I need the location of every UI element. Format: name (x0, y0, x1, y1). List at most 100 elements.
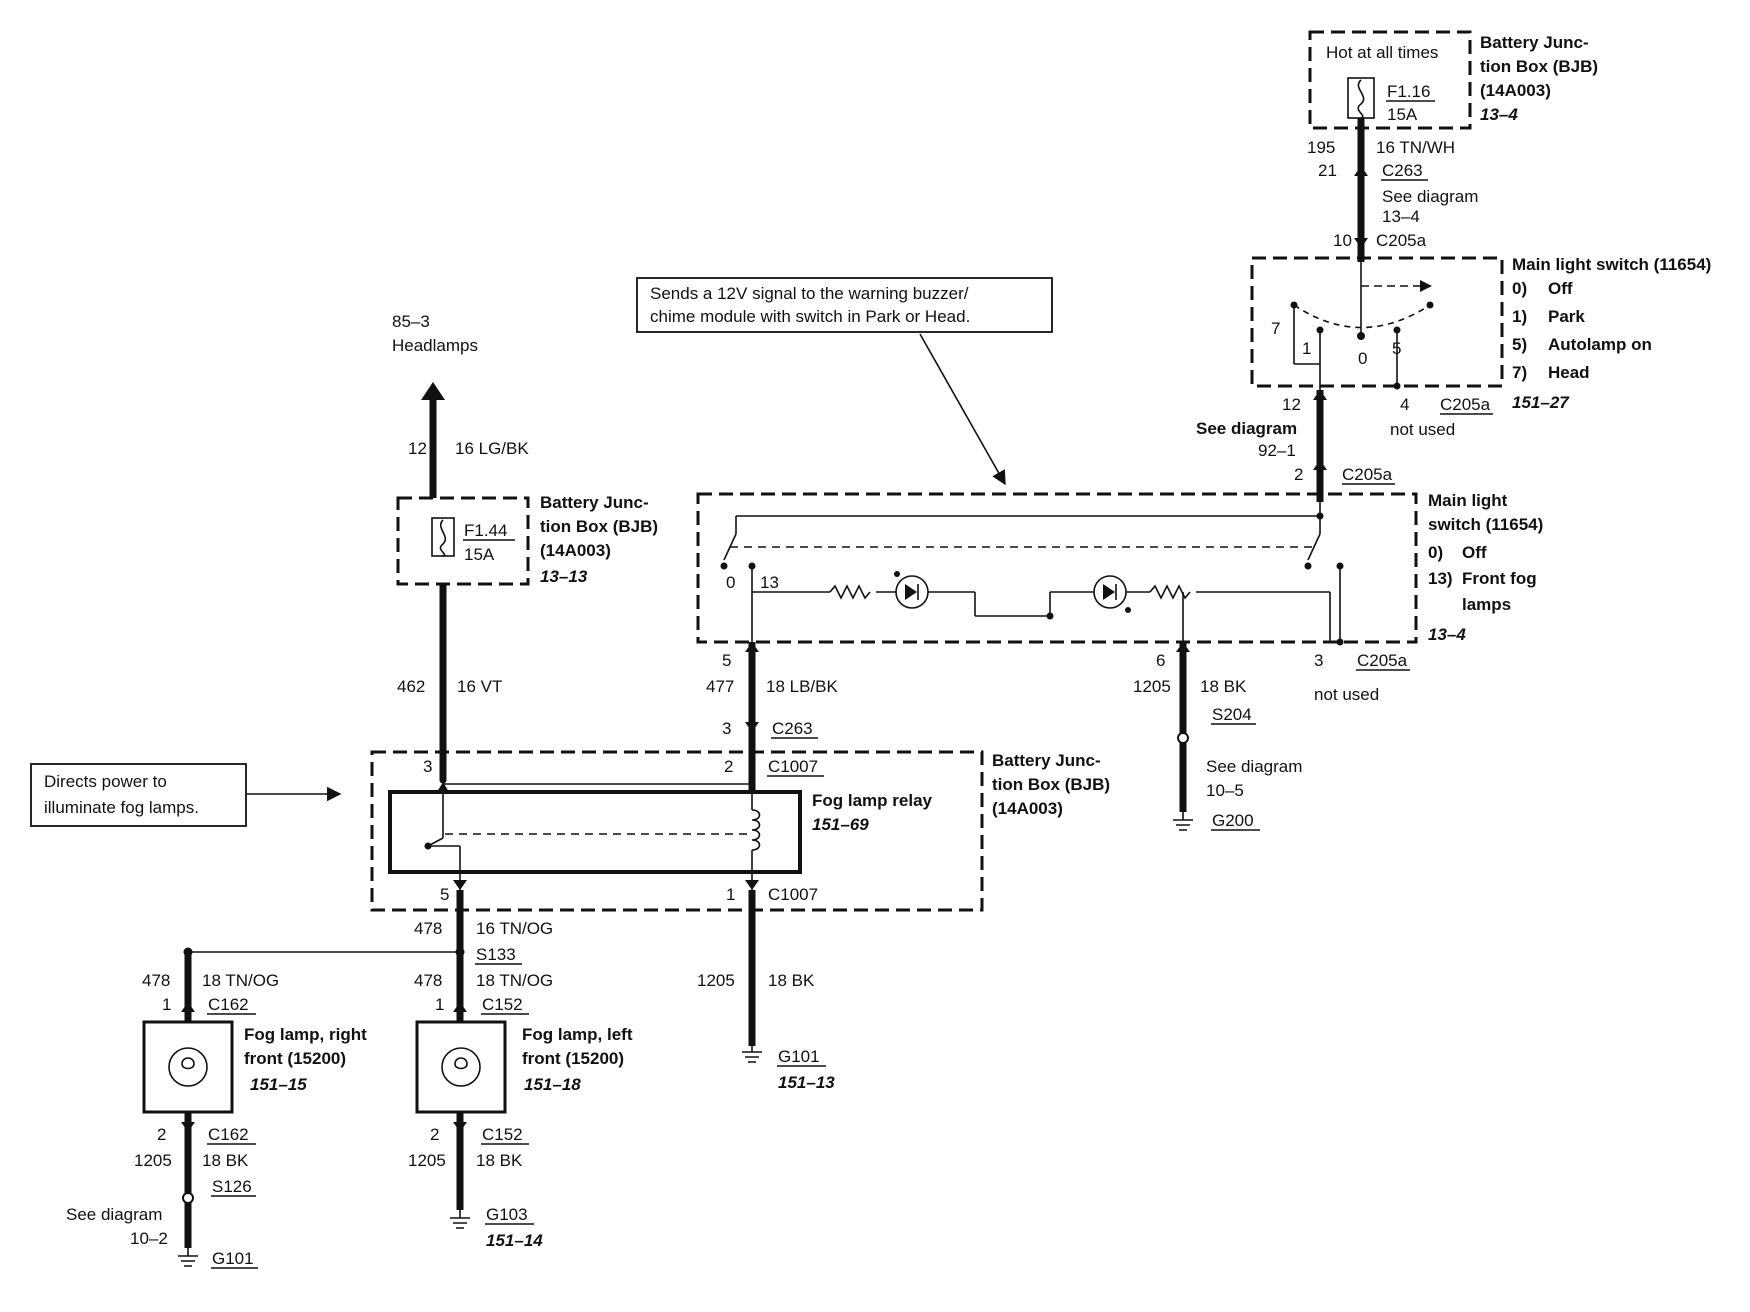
wire-1205-top: 6 1205 18 BK S204 See diagram 10–5 G200 … (1133, 642, 1410, 831)
fog-right-title-2: front (15200) (244, 1049, 346, 1068)
fog-left-connector2: C152 (482, 1125, 523, 1144)
switch-1-pin-4: 4 (1400, 395, 1409, 414)
switch-2-pos-0-label: Off (1462, 543, 1487, 562)
fog-lamp-right: 478 18 TN/OG 1 C162 Fog lamp, right fron… (66, 947, 367, 1269)
ground-g200: G200 (1212, 811, 1254, 830)
callout-relay: Directs power to illuminate fog lamps. (30, 763, 342, 827)
callout-relay-text: Directs power to illuminate fog lamps. (44, 772, 199, 817)
hot-at-all-times-label: Hot at all times (1326, 43, 1438, 62)
ground-g101-relay-ref: 151–13 (778, 1073, 835, 1092)
switch-2-pos-13-label: Front fog (1462, 569, 1537, 588)
relay-coil-icon (751, 809, 761, 851)
switch-1-connector2: C205a (1342, 465, 1393, 484)
wire-1205-top-circuit: 1205 (1133, 677, 1171, 696)
headlamps-ref: 85–3 (392, 312, 430, 331)
main-light-switch-1: 7 1 0 5 Main light switch (11654) 0) Off… (1250, 255, 1711, 412)
fog-left-connector: C152 (482, 995, 523, 1014)
fog-left-gauge-2: 18 BK (476, 1151, 523, 1170)
fog-lamp-left: 478 18 TN/OG 1 C152 Fog lamp, left front… (408, 971, 633, 1250)
wire-1205-relay-gauge: 18 BK (768, 971, 815, 990)
wire-1205-relay-circuit: 1205 (697, 971, 735, 990)
switch-2-pos-0-num: 0) (1428, 543, 1443, 562)
headlamps: 85–3 Headlamps 12 16 LG/BK (392, 312, 529, 498)
fog-right-circuit: 478 (142, 971, 170, 990)
bjb-relay-title-1: Battery Junc- (992, 751, 1101, 770)
relay-pin-3: 3 (423, 757, 432, 776)
wire-195-gauge: 16 TN/WH (1376, 138, 1455, 157)
bjb-relay-title-3: (14A003) (992, 799, 1063, 818)
wire-477-gauge: 18 LB/BK (766, 677, 838, 696)
wire-1205-top-see: See diagram (1206, 757, 1302, 776)
fog-right-pin-2: 2 (157, 1125, 166, 1144)
wire-477: 5 477 18 LB/BK 3 C263 (706, 642, 838, 790)
wire-195-pin2: 10 (1333, 231, 1352, 250)
bjb-top-title-2: tion Box (BJB) (1480, 57, 1598, 76)
fog-left-pin-2: 2 (430, 1125, 439, 1144)
switch-1-pos-5-label: Autolamp on (1548, 335, 1652, 354)
fuse-f144-icon (431, 517, 455, 557)
fog-left-circuit: 478 (414, 971, 442, 990)
wire-1205-top-gauge: 18 BK (1200, 677, 1247, 696)
bjb-top-boundary (1308, 30, 1472, 130)
switch-1-pos-1-label: Park (1548, 307, 1585, 326)
switch-2-pos-13-num: 13) (1428, 569, 1453, 588)
switch-2-contact-0: 0 (726, 573, 735, 592)
callout-buzzer: Sends a 12V signal to the warning buzzer… (636, 277, 1053, 486)
fog-right-connector2: C162 (208, 1125, 249, 1144)
switch-2-pin-6: 6 (1156, 651, 1165, 670)
fog-right-pin-1: 1 (162, 995, 171, 1014)
fog-left-gauge: 18 TN/OG (476, 971, 553, 990)
wire-478-circuit: 478 (414, 919, 442, 938)
switch-1-pin-12: 12 (1282, 395, 1301, 414)
switch-1-see-ref: 92–1 (1258, 441, 1296, 460)
bjb-relay: 3 2 C1007 Fog lamp relay 151–69 Battery … (370, 750, 1110, 912)
ground-g101-right: G101 (212, 1249, 254, 1268)
bjb-mid-title-1: Battery Junc- (540, 493, 649, 512)
switch-1-contact-0: 0 (1358, 349, 1367, 368)
fog-lamp-left-box (415, 1020, 507, 1114)
ground-g101-relay: G101 (778, 1047, 820, 1066)
bjb-top-title-3: (14A003) (1480, 81, 1551, 100)
fog-left-title-1: Fog lamp, left (522, 1025, 633, 1044)
relay-connector-bot: C1007 (768, 885, 818, 904)
splice-s133: S133 (476, 945, 516, 964)
fog-right-see: See diagram (66, 1205, 162, 1224)
headlamps-circuit: 12 (408, 439, 427, 458)
relay-connector-top: C1007 (768, 757, 818, 776)
wire-1205-relay: 1205 18 BK G101 151–13 (697, 880, 835, 1092)
bjb-mid-ref: 13–13 (540, 567, 588, 586)
main-light-switch-2: 0 13 Main light switch (11654) 0) Off 13… (696, 491, 1543, 646)
fog-lamp-left-bulb-icon (441, 1047, 481, 1087)
bjb-mid: F1.44 15A Battery Junc- tion Box (BJB) (… (396, 493, 658, 586)
bjb-relay-title-2: tion Box (BJB) (992, 775, 1110, 794)
switch-2-pin-3: 3 (1314, 651, 1323, 670)
splice-s126: S126 (212, 1177, 252, 1196)
fuse-f116-amps: 15A (1387, 105, 1418, 124)
headlamps-label: Headlamps (392, 336, 478, 355)
main-switch-2-title-1: Main light (1428, 491, 1508, 510)
fuse-element-icon (1357, 79, 1365, 119)
fog-lamp-right-filament-icon (181, 1057, 195, 1070)
callout-buzzer-box (636, 277, 1053, 333)
main-switch-2-title-2: switch (11654) (1428, 515, 1543, 534)
fuse-f116-icon (1347, 77, 1375, 119)
wire-195-circuit: 195 (1307, 138, 1335, 157)
wire-1205-top-see-ref: 10–5 (1206, 781, 1244, 800)
switch-1-pos-0-num: 0) (1512, 279, 1527, 298)
ground-g101-relay-icon (742, 1051, 762, 1063)
switch-2-pos-13-label-cont: lamps (1462, 595, 1511, 614)
relay-pin-5: 5 (440, 885, 449, 904)
switch-2-not-used: not used (1314, 685, 1379, 704)
wire-195-see: See diagram (1382, 187, 1478, 206)
wire-478: 478 16 TN/OG S133 (188, 880, 553, 1020)
fog-lamp-relay-box (388, 790, 802, 874)
switch-1-see: See diagram (1196, 419, 1297, 438)
fog-left-ref: 151–18 (524, 1075, 581, 1094)
main-switch-2-boundary (696, 492, 1418, 644)
wire-462: 462 16 VT (397, 584, 502, 780)
ground-g101-right-icon (178, 1255, 198, 1267)
wire-477-connector: C263 (772, 719, 813, 738)
switch-1-pos-5-num: 5) (1512, 335, 1527, 354)
wire-195-connector2: C205a (1376, 231, 1427, 250)
